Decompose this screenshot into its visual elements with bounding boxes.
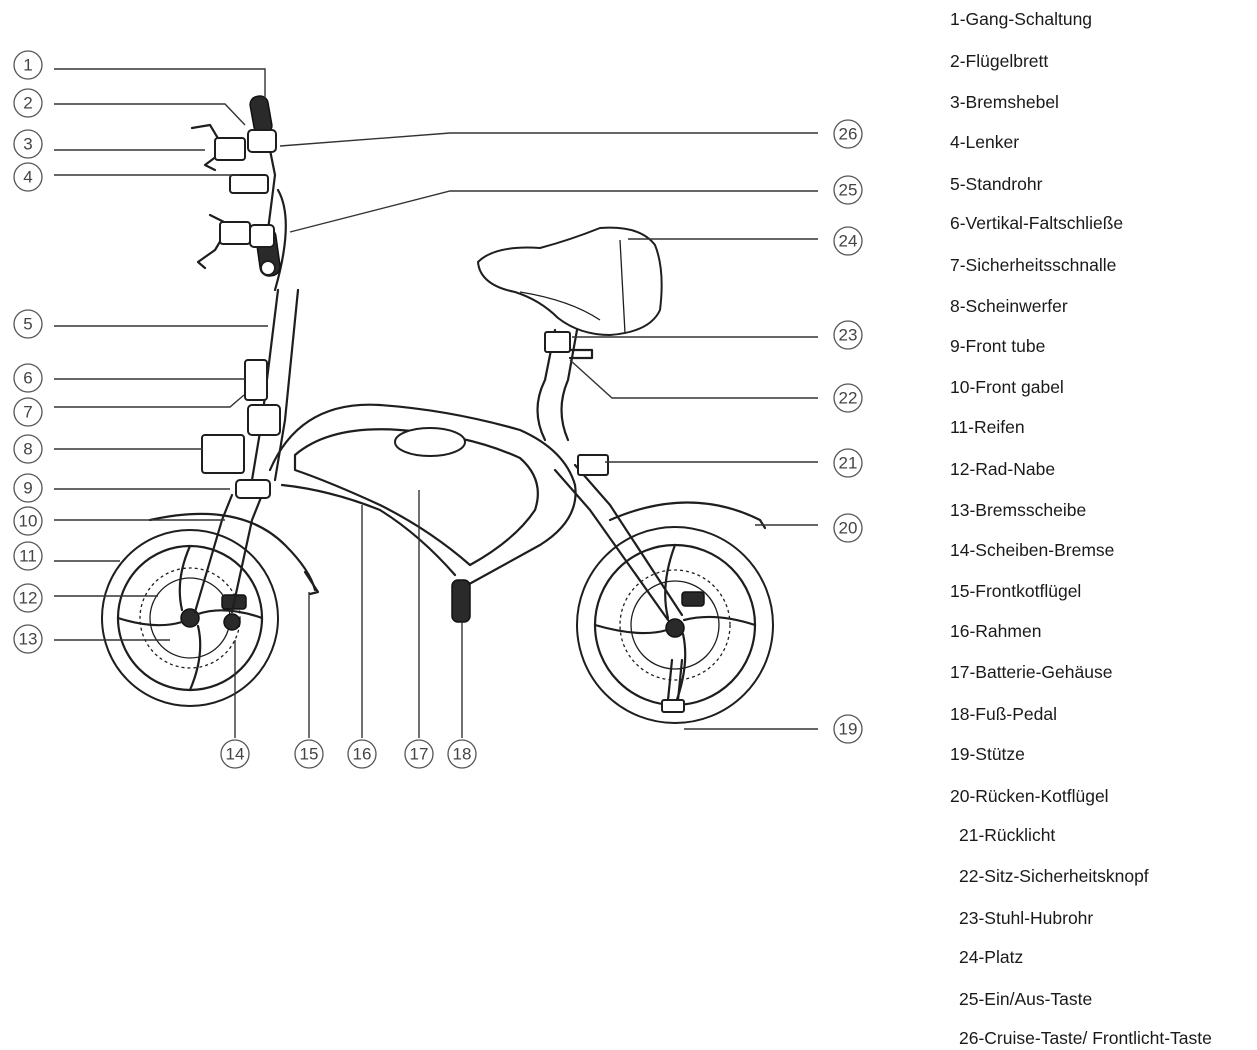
svg-text:15: 15 (300, 745, 319, 764)
legend-item: 19-Stütze (950, 744, 1025, 764)
callout-11: 11 (13, 541, 43, 571)
callout-7: 7 (13, 397, 43, 427)
callout-1: 1 (13, 50, 43, 80)
svg-text:7: 7 (23, 403, 32, 422)
svg-text:13: 13 (19, 630, 38, 649)
callout-26: 26 (833, 119, 863, 149)
svg-text:11: 11 (19, 547, 37, 566)
seat (476, 226, 663, 337)
svg-text:12: 12 (19, 589, 38, 608)
legend-item: 9-Front tube (950, 336, 1046, 356)
legend-item: 2-Flügelbrett (950, 51, 1049, 71)
legend-item: 22-Sitz-Sicherheitsknopf (959, 866, 1149, 886)
legend-item: 12-Rad-Nabe (950, 459, 1056, 479)
callout-10: 10 (13, 506, 43, 536)
legend-item: 4-Lenker (950, 132, 1020, 152)
svg-text:14: 14 (226, 745, 245, 764)
legend-item: 15-Frontkotflügel (950, 581, 1082, 601)
svg-text:23: 23 (839, 326, 858, 345)
legend-item: 24-Platz (959, 947, 1024, 967)
svg-text:8: 8 (23, 440, 32, 459)
callout-4: 4 (13, 162, 43, 192)
legend-item: 8-Scheinwerfer (950, 296, 1068, 316)
svg-text:4: 4 (23, 168, 32, 187)
legend-item: 1-Gang-Schaltung (950, 9, 1093, 29)
callout-9: 9 (13, 473, 43, 503)
legend-item: 6-Vertikal-Faltschließe (950, 213, 1124, 233)
callout-3: 3 (13, 129, 43, 159)
svg-text:9: 9 (23, 479, 32, 498)
callout-16: 16 (347, 739, 377, 769)
svg-text:16: 16 (353, 745, 372, 764)
svg-text:18: 18 (453, 745, 472, 764)
legend-item: 7-Sicherheitsschnalle (950, 255, 1117, 275)
callout-15: 15 (294, 739, 324, 769)
kickstand (666, 658, 684, 702)
callout-22: 22 (833, 383, 863, 413)
svg-text:20: 20 (839, 519, 858, 538)
svg-text:25: 25 (839, 181, 858, 200)
svg-text:10: 10 (19, 512, 38, 531)
legend-item: 20-Rücken-Kotflügel (950, 786, 1109, 806)
legend-item: 16-Rahmen (950, 621, 1042, 641)
legend-item: 10-Front gabel (950, 377, 1064, 397)
rear-fender (608, 501, 767, 530)
callout-24: 24 (833, 226, 863, 256)
battery-housing (293, 428, 539, 567)
legend-item: 11-Reifen (950, 417, 1025, 437)
svg-text:3: 3 (23, 135, 32, 154)
rear-wheel (576, 526, 774, 724)
callouts: 1 2 3 4 5 6 7 8 9 10 11 12 13 14 15 16 1… (13, 50, 863, 769)
bike-illustration (101, 95, 774, 724)
callout-23: 23 (833, 320, 863, 350)
headlight (201, 434, 245, 474)
rear-frame (536, 328, 684, 622)
legend-item: 17-Batterie-Gehäuse (950, 662, 1113, 682)
svg-text:19: 19 (839, 720, 858, 739)
front-fender (148, 512, 317, 592)
legend-item: 23-Stuhl-Hubrohr (959, 908, 1094, 928)
callout-13: 13 (13, 624, 43, 654)
main-frame (268, 403, 577, 590)
legend-item: 5-Standrohr (950, 174, 1043, 194)
callout-17: 17 (404, 739, 434, 769)
callout-21: 21 (833, 448, 863, 478)
callout-8: 8 (13, 434, 43, 464)
svg-text:24: 24 (839, 232, 858, 251)
svg-text:17: 17 (410, 745, 429, 764)
svg-text:26: 26 (839, 125, 858, 144)
legend-item: 25-Ein/Aus-Taste (959, 989, 1093, 1009)
callout-18: 18 (447, 739, 477, 769)
legend-item: 13-Bremsscheibe (950, 500, 1087, 520)
legend-item: 26-Cruise-Taste/ Frontlicht-Taste (959, 1028, 1212, 1048)
callout-12: 12 (13, 583, 43, 613)
svg-text:2: 2 (23, 94, 32, 113)
svg-text:1: 1 (23, 56, 32, 75)
svg-text:21: 21 (839, 454, 858, 473)
callout-25: 25 (833, 175, 863, 205)
svg-text:6: 6 (23, 369, 32, 388)
callout-2: 2 (13, 88, 43, 118)
front-wheel (101, 529, 279, 707)
legend-item: 18-Fuß-Pedal (950, 704, 1057, 724)
callout-6: 6 (13, 363, 43, 393)
callout-20: 20 (833, 513, 863, 543)
legend-item: 21-Rücklicht (959, 825, 1056, 845)
svg-text:22: 22 (839, 389, 858, 408)
callout-14: 14 (220, 739, 250, 769)
legend-item: 3-Bremshebel (950, 92, 1059, 112)
callout-19: 19 (833, 714, 863, 744)
callout-5: 5 (13, 309, 43, 339)
legend-item: 14-Scheiben-Bremse (950, 540, 1115, 560)
foot-pedal (451, 579, 471, 623)
leader-lines (54, 68, 818, 738)
svg-text:5: 5 (23, 315, 32, 334)
